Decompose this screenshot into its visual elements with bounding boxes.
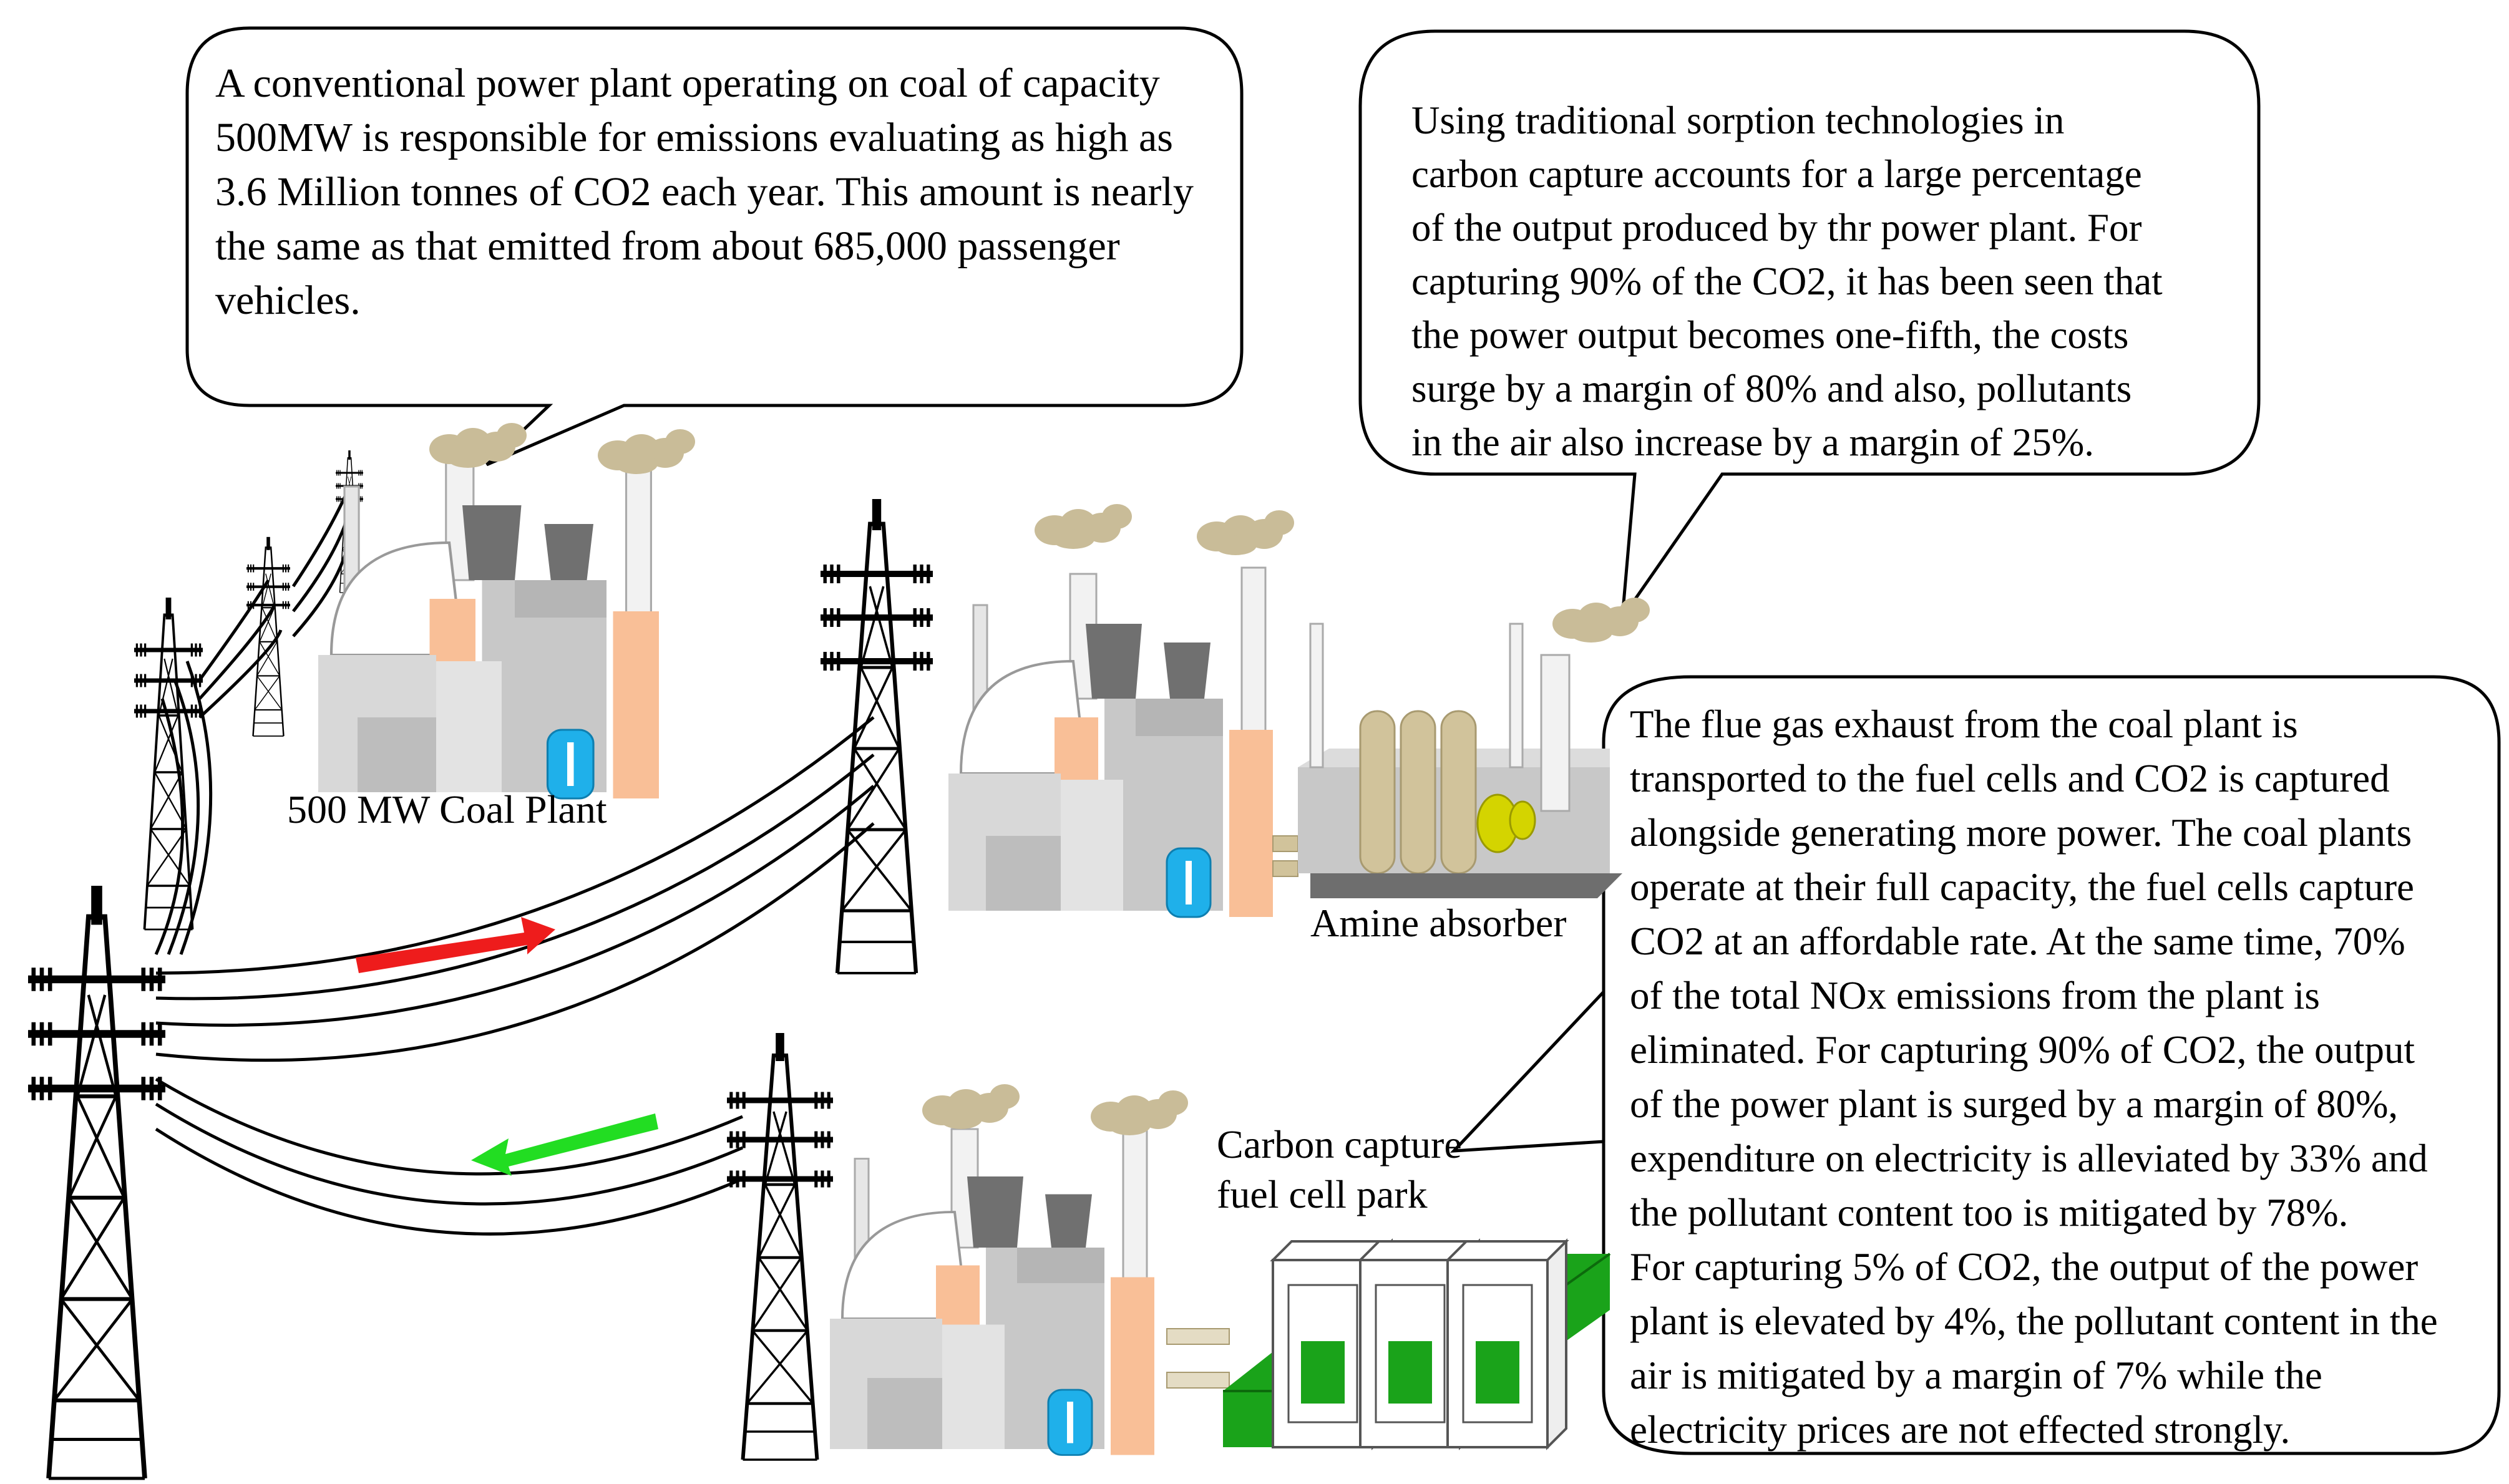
transmission-tower-far-1 (134, 598, 203, 929)
coal-plant-500mw (318, 423, 695, 798)
callout-sorption-technologies: Using traditional sorption technologies … (1411, 99, 2163, 464)
coal-plant-amine (947, 504, 1294, 918)
callout-bubble-fuel-cell (1449, 675, 2501, 1455)
callout-bubble-sorption (1358, 29, 2261, 624)
transmission-tower-fuel-cell (727, 1033, 833, 1460)
transmission-tower-main (28, 886, 165, 1478)
coal-plant-fuel-cell (829, 1084, 1230, 1457)
label-fuel-cell-park: Carbon capture fuel cell park (1217, 1122, 1462, 1216)
callout-fuel-cell-capture: The flue gas exhaust from the coal plant… (1630, 702, 2438, 1452)
label-coal-plant: 500 MW Coal Plant (287, 787, 607, 832)
amine-absorber (1272, 598, 1650, 898)
callout-coal-emissions: A conventional power plant operating on … (215, 61, 1194, 323)
arrow-green-from-fuel-cell (471, 1113, 658, 1176)
arrow-red-to-amine (356, 917, 555, 973)
label-amine-absorber: Amine absorber (1310, 901, 1567, 945)
fuel-cell-park (1223, 1240, 1611, 1448)
transmission-tower-amine (821, 499, 933, 973)
callout-bubble-coal (185, 26, 1244, 467)
